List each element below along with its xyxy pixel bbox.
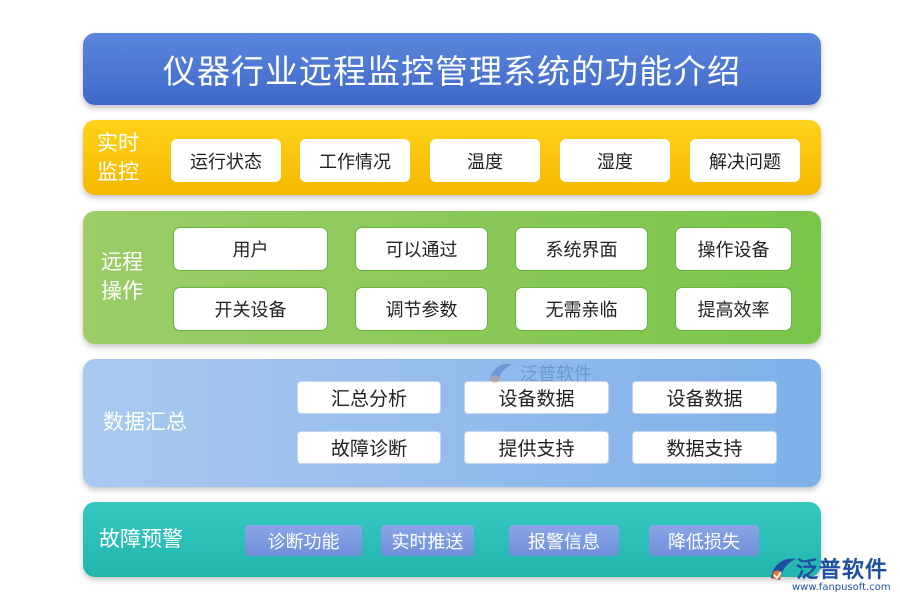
item-humidity: 湿度 [560,139,670,182]
section-label: 故障预警 [99,527,183,551]
item-solve-problem: 解决问题 [690,139,800,182]
section-remote-operation: 远程 操作 用户 可以通过 系统界面 操作设备 开关设备 调节参数 无需亲临 提… [83,211,821,344]
item-switch-device: 开关设备 [173,287,328,331]
item-system-interface: 系统界面 [515,227,648,271]
item-operate-device: 操作设备 [675,227,792,271]
item-provide-support: 提供支持 [464,431,609,464]
section-label: 数据汇总 [103,410,187,434]
item-device-data-2: 设备数据 [632,381,777,414]
section-data-summary: 数据汇总 汇总分析 设备数据 设备数据 故障诊断 提供支持 数据支持 [83,359,821,487]
item-user: 用户 [173,227,328,271]
fanpu-logo-icon [771,558,796,580]
item-realtime-push: 实时推送 [381,525,474,556]
section-label: 实时 监控 [97,131,139,184]
brand-url: www.fanpusoft.com [792,582,891,593]
item-can-through: 可以通过 [355,227,488,271]
item-fault-diagnosis: 故障诊断 [297,431,441,464]
page-title: 仪器行业远程监控管理系统的功能介绍 [83,33,821,105]
section-realtime-monitor: 实时 监控 运行状态 工作情况 温度 湿度 解决问题 [83,120,821,195]
item-temperature: 温度 [430,139,540,182]
item-diagnosis-function: 诊断功能 [245,525,362,556]
item-alarm-info: 报警信息 [509,525,619,556]
item-working-condition: 工作情况 [300,139,410,182]
brand-name: 泛普软件 [796,558,889,583]
item-summary-analysis: 汇总分析 [297,381,441,414]
item-running-status: 运行状态 [171,139,281,182]
brand-logo: 泛普软件 www.fanpusoft.com [768,552,894,596]
item-no-onsite: 无需亲临 [515,287,648,331]
item-reduce-loss: 降低损失 [649,525,759,556]
item-improve-efficiency: 提高效率 [675,287,792,331]
item-device-data: 设备数据 [464,381,609,414]
section-fault-warning: 故障预警 诊断功能 实时推送 报警信息 降低损失 [83,502,821,577]
section-label: 远程 操作 [101,250,143,303]
item-data-support: 数据支持 [632,431,777,464]
item-adjust-params: 调节参数 [355,287,488,331]
